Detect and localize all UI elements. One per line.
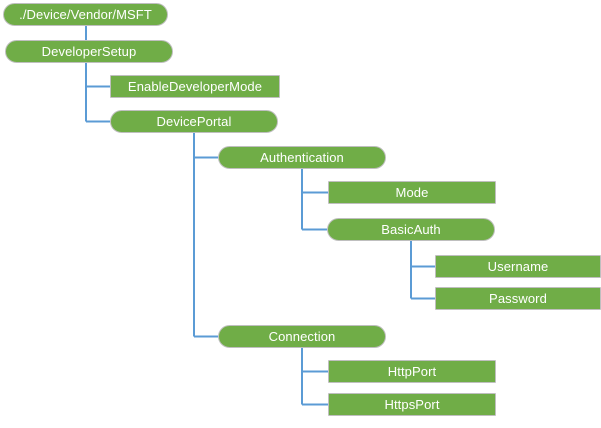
tree-node-label: HttpPort	[387, 364, 437, 379]
tree-node-password[interactable]: Password	[435, 287, 601, 310]
tree-node-enabledevelopermode[interactable]: EnableDeveloperMode	[110, 75, 280, 98]
tree-node-mode[interactable]: Mode	[328, 181, 496, 204]
tree-node-httpport[interactable]: HttpPort	[328, 360, 496, 383]
tree-node-basicauth[interactable]: BasicAuth	[327, 218, 495, 241]
tree-node-label: Mode	[395, 185, 429, 200]
tree-node-authentication[interactable]: Authentication	[218, 146, 386, 169]
tree-node-username[interactable]: Username	[435, 255, 601, 278]
tree-node-root[interactable]: ./Device/Vendor/MSFT	[3, 3, 168, 26]
tree-node-developersetup[interactable]: DeveloperSetup	[5, 40, 173, 63]
tree-node-label: EnableDeveloperMode	[127, 79, 263, 94]
tree-node-label: Username	[487, 259, 549, 274]
tree-node-label: Connection	[268, 329, 336, 344]
tree-node-label: Authentication	[260, 150, 344, 165]
tree-node-deviceportal[interactable]: DevicePortal	[110, 110, 278, 133]
tree-node-label: DeveloperSetup	[41, 44, 137, 59]
tree-node-connection[interactable]: Connection	[218, 325, 386, 348]
tree-node-httpsport[interactable]: HttpsPort	[328, 393, 496, 416]
tree-node-label: HttpsPort	[384, 397, 440, 412]
tree-node-label: Password	[489, 291, 547, 306]
tree-node-label: DevicePortal	[156, 114, 232, 129]
tree-node-label: ./Device/Vendor/MSFT	[19, 7, 152, 22]
tree-node-label: BasicAuth	[381, 222, 441, 237]
